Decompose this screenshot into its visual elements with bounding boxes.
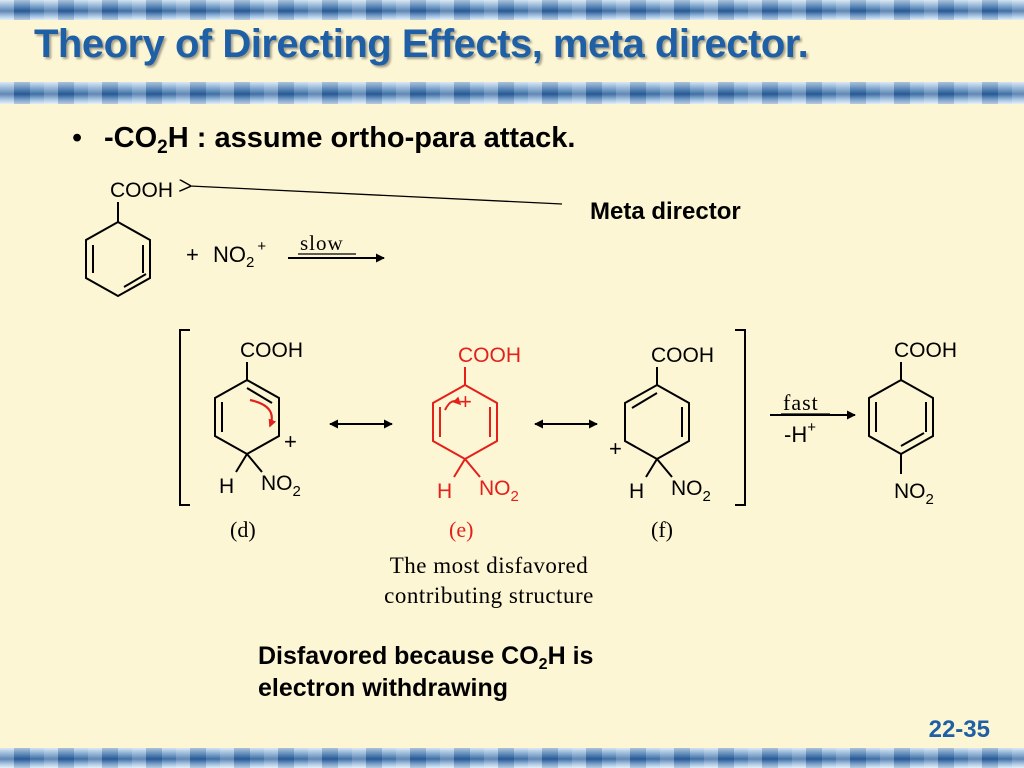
bullet-marker: •	[72, 122, 83, 154]
caption-line-1: The most disfavored	[390, 553, 589, 578]
reagent-nitronium: NO2+	[213, 238, 266, 271]
structure-d-ring	[214, 378, 280, 456]
bullet-text-suffix: H : assume ortho-para attack.	[167, 122, 576, 154]
title-decor-band	[0, 82, 1024, 104]
slide-title: Theory of Directing Effects, meta direct…	[34, 22, 809, 66]
structure-e-h: H	[437, 480, 452, 503]
reactant-ring	[85, 220, 151, 298]
bullet-text-sub: 2	[157, 137, 168, 158]
bracket-left	[179, 329, 190, 506]
structure-e-label: (e)	[449, 517, 473, 542]
meta-director-pointer	[190, 186, 563, 205]
structure-e-h-bond	[453, 458, 466, 478]
meta-director-label: Meta director	[590, 198, 741, 225]
structure-f-double-bond-2	[631, 392, 658, 409]
slow-label: slow	[300, 231, 344, 255]
structure-d-charge: +	[284, 429, 297, 454]
structure-e-charge: +	[459, 389, 472, 414]
structure-d-h-bond	[235, 453, 248, 473]
bullet-text: -CO2H : assume ortho-para attack.	[104, 122, 576, 157]
bullet-text-prefix: -CO	[104, 122, 158, 154]
structure-d-label: (d)	[230, 517, 256, 542]
reagent-plus: +	[186, 242, 199, 267]
structure-f-ring	[624, 383, 690, 461]
structure-e-electron-arrow	[444, 396, 462, 411]
note-line-1: Disfavored because CO2H is	[258, 640, 594, 673]
structure-d-h: H	[219, 475, 234, 498]
explanation-note: Disfavored because CO2H is electron with…	[258, 640, 593, 704]
note-line-1-sub: 2	[538, 656, 548, 673]
bottom-decor-band	[0, 748, 1024, 768]
structure-f-h-bond	[645, 458, 658, 478]
structure-f-no2: NO2	[671, 477, 711, 505]
structure-e-cooh: COOH	[458, 344, 521, 367]
structure-e-no2-bond	[464, 458, 481, 478]
fast-label: fast	[783, 390, 819, 415]
product-no2: NO2	[894, 480, 934, 508]
note-line-2: electron withdrawing	[258, 674, 509, 702]
bracket-right	[735, 329, 746, 506]
structure-d-no2-bond	[246, 453, 263, 473]
structure-f: COOH + H NO2 (f)	[609, 344, 714, 542]
proton-loss-label: -H+	[784, 419, 816, 447]
page-number: 22-35	[928, 716, 990, 743]
structure-e: COOH + H NO2 (e)	[432, 344, 521, 542]
structure-d-electron-arrow	[249, 398, 277, 428]
structure-f-h: H	[629, 480, 644, 503]
note-line-1-suffix: H is	[547, 642, 594, 670]
reactant-cooh-label: COOH	[110, 179, 173, 202]
structure-f-no2-bond	[656, 458, 673, 478]
structure-f-charge: +	[609, 436, 622, 461]
product-structure: COOH NO2	[868, 339, 957, 508]
bullet-point: • -CO2H : assume ortho-para attack.	[72, 122, 576, 157]
structure-d: COOH + H NO2 (d)	[214, 339, 303, 542]
product-cooh: COOH	[894, 339, 957, 362]
product-double-bond-3	[900, 432, 925, 447]
structure-d-no2: NO2	[261, 472, 301, 500]
structure-d-cooh: COOH	[240, 339, 303, 362]
reactant-double-bond-3	[123, 273, 147, 288]
structure-f-label: (f)	[651, 517, 673, 542]
top-decor-band	[0, 0, 1024, 20]
structure-f-cooh: COOH	[651, 344, 714, 367]
note-line-1-prefix: Disfavored because CO	[258, 642, 539, 670]
benzoic-acid-structure: COOH	[85, 179, 173, 298]
structure-e-no2: NO2	[479, 477, 519, 505]
caption-line-2: contributing structure	[384, 583, 594, 608]
product-ring	[868, 378, 934, 456]
structure-d-double-bond-2	[246, 387, 273, 404]
